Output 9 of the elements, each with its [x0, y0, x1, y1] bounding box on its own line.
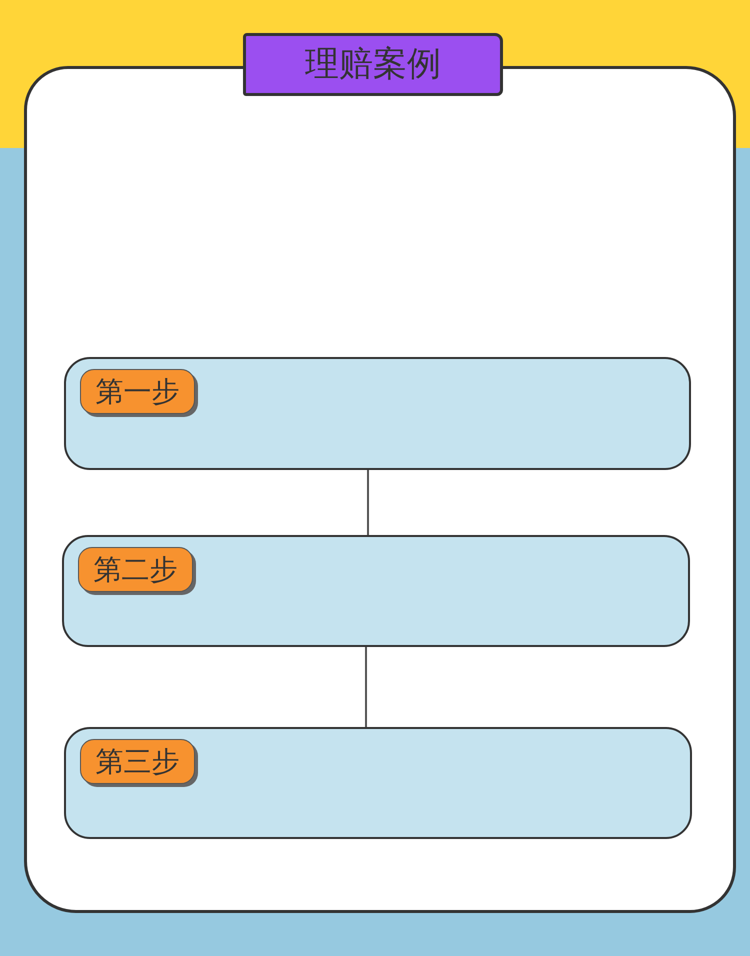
step-label: 第二步: [78, 547, 193, 592]
step-box: [64, 727, 692, 839]
connector-line: [367, 470, 369, 535]
step-box: [64, 357, 691, 470]
step-label: 第三步: [80, 739, 195, 784]
connector-line: [365, 647, 367, 727]
step-label: 第一步: [80, 369, 195, 414]
title-banner: 理赔案例: [243, 33, 503, 96]
step-box: [62, 535, 690, 647]
